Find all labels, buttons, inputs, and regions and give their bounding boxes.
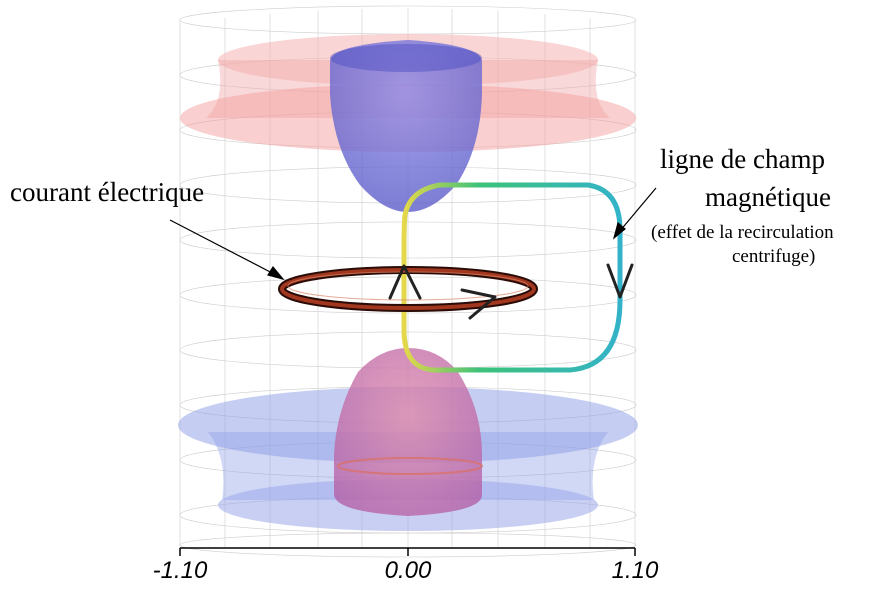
lower-lobe-rim bbox=[337, 457, 483, 475]
field-arrow-up-icon bbox=[388, 264, 422, 300]
tick-label-max: 1.10 bbox=[611, 557, 659, 584]
current-arrow-icon bbox=[460, 288, 497, 320]
lower-lobe bbox=[334, 348, 482, 516]
field-line-label-1: ligne de champ bbox=[660, 144, 825, 174]
field-arrow-down-icon bbox=[606, 263, 634, 299]
direction-arrows bbox=[388, 263, 634, 320]
upper-lobe bbox=[330, 40, 482, 212]
current-label: courant électrique bbox=[10, 177, 205, 207]
tick-label-min: -1.10 bbox=[152, 557, 208, 584]
field-line-label-2: magnétique bbox=[705, 182, 831, 212]
field-note-2: centrifuge) bbox=[732, 246, 816, 267]
upper-lobe-top bbox=[330, 44, 482, 72]
tick-label-zero: 0.00 bbox=[384, 557, 432, 584]
leader-lines bbox=[169, 187, 657, 281]
x-axis bbox=[179, 547, 636, 556]
field-note-1: (effet de la recirculation bbox=[651, 222, 834, 243]
magnetic-field-line bbox=[401, 182, 623, 373]
